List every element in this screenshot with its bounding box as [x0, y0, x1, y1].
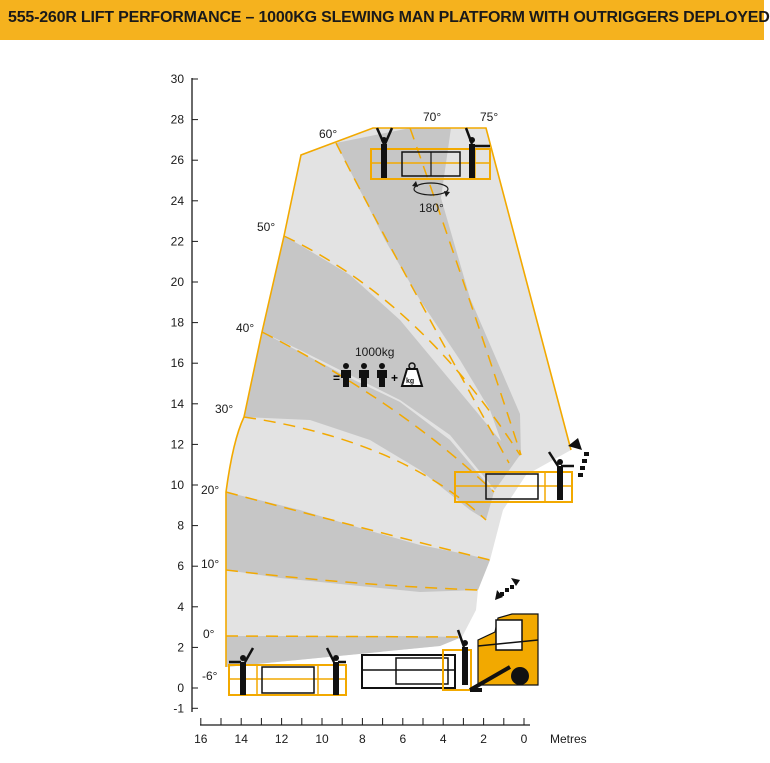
band-0-10 — [226, 492, 490, 592]
svg-text:+: + — [391, 371, 398, 385]
y-tick-label: 18 — [171, 316, 185, 330]
operator-icon — [325, 647, 346, 695]
angle-label-50: 50° — [257, 220, 275, 234]
angle-labels: 60° 70° 75° 50° 40° 30° 20° 10° 0° -6° — [201, 110, 498, 683]
angle-label-75: 75° — [480, 110, 498, 124]
angle-label-minus6: -6° — [202, 669, 218, 683]
title-bar: 555-260R LIFT PERFORMANCE – 1000KG SLEWI… — [0, 0, 770, 40]
angle-label-70: 70° — [423, 110, 441, 124]
y-tick-label: 22 — [171, 234, 185, 248]
operator-icon — [375, 127, 394, 178]
x-tick-label: 16 — [194, 732, 208, 746]
svg-text:=: = — [333, 371, 340, 385]
y-tick-label: 14 — [171, 397, 185, 411]
x-tick-label: 2 — [480, 732, 487, 746]
y-tick-label: 12 — [171, 437, 185, 451]
platform-low — [228, 647, 347, 696]
platform-top — [370, 127, 491, 180]
working-envelope — [225, 127, 572, 667]
y-tick-label: 28 — [171, 113, 185, 127]
band-20-30 — [244, 332, 494, 520]
operator-icon — [229, 647, 255, 695]
person-icon — [377, 363, 387, 387]
angle-label-40: 40° — [236, 321, 254, 335]
angle-label-20: 20° — [201, 483, 219, 497]
boom-swing-arrow-icon — [495, 578, 520, 600]
angle-label-60: 60° — [319, 127, 337, 141]
x-tick-label: 8 — [359, 732, 366, 746]
y-tick-label: 10 — [171, 478, 185, 492]
load-annotation: 1000kg = + kg — [333, 345, 424, 387]
y-tick-label: 8 — [177, 519, 184, 533]
envelope-outline — [225, 127, 572, 667]
page-title: 555-260R LIFT PERFORMANCE – 1000KG SLEWI… — [8, 9, 770, 26]
slew-label: 180° — [419, 201, 444, 215]
weight-icon: kg — [400, 362, 424, 387]
angle-label-0: 0° — [203, 627, 215, 641]
x-tick-label: 10 — [315, 732, 329, 746]
y-tick-label: 20 — [171, 275, 185, 289]
y-tick-label: 2 — [177, 640, 184, 654]
angle-label-10: 10° — [201, 557, 219, 571]
band-minus6 — [226, 636, 462, 667]
person-icon — [341, 363, 351, 387]
boom-raise-arrow-icon — [568, 438, 589, 477]
y-tick-label: -1 — [173, 701, 184, 715]
operator-icon — [547, 451, 574, 500]
y-tick-label: 30 — [171, 72, 185, 86]
platform-middle — [454, 438, 589, 503]
x-tick-label: 6 — [399, 732, 406, 746]
band-60-70 — [336, 128, 521, 463]
telehandler-machine — [469, 613, 539, 692]
svg-text:kg: kg — [406, 378, 414, 385]
y-tick-label: 16 — [171, 356, 185, 370]
load-label: 1000kg — [355, 345, 394, 359]
slew-indicator: 180° — [412, 181, 450, 215]
platform-stowed — [361, 629, 472, 691]
x-tick-label: 14 — [235, 732, 249, 746]
y-tick-label: 26 — [171, 153, 185, 167]
x-tick-label: 12 — [275, 732, 289, 746]
y-tick-label: 24 — [171, 194, 185, 208]
x-tick-label: 4 — [440, 732, 447, 746]
y-tick-label: 0 — [177, 681, 184, 695]
x-axis: 16 14 12 10 8 6 4 2 0 Metres — [194, 718, 587, 746]
x-unit-label: Metres — [550, 732, 587, 746]
y-tick-label: 4 — [177, 600, 184, 614]
person-icon — [359, 363, 369, 387]
operator-icon — [464, 127, 490, 178]
operator-icon — [456, 629, 468, 685]
y-tick-label: 6 — [177, 559, 184, 573]
angle-label-30: 30° — [215, 402, 233, 416]
x-tick-label: 0 — [521, 732, 528, 746]
band-40-50 — [262, 236, 520, 490]
